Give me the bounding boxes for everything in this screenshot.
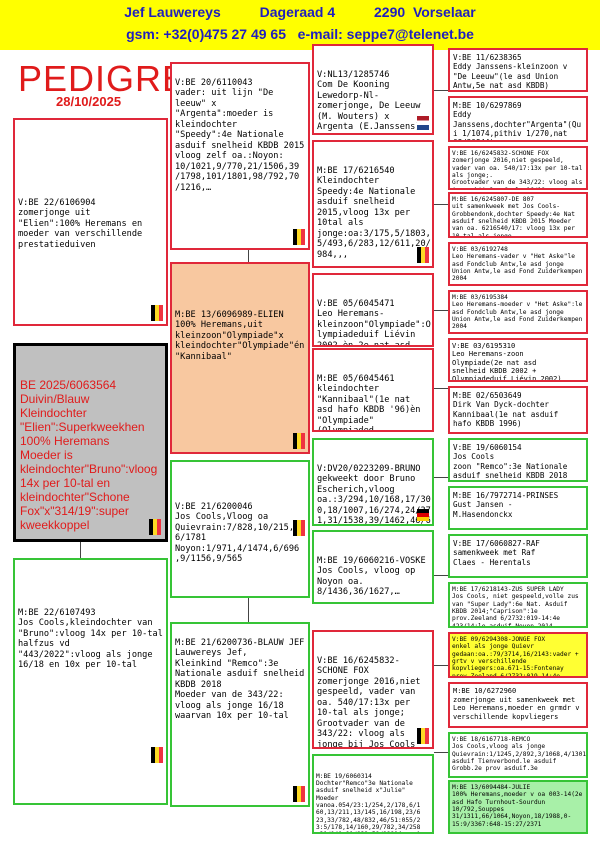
gen4-card-12: M:BE 17/6218143-ZUS SUPER LADY Jos Cools… <box>448 582 588 628</box>
belgium-flag-icon <box>293 786 305 802</box>
breeder-contact: gsm: +32(0)475 27 49 65 e-mail: seppe7@t… <box>126 26 474 42</box>
connector-line <box>248 598 249 622</box>
gen3-card-3: V:BE 05/6045471 Leo Heremans- kleinzoon"… <box>312 273 434 347</box>
gen3-card-4: M:BE 05/6045461 kleindochter "Kannibaal"… <box>312 348 434 432</box>
gen4-text-9: V:BE 19/6060154 Jos Cools zoon "Remco":3… <box>453 443 568 480</box>
sire-sire-card: V:BE 20/6110043 vader: uit lijn "De leeu… <box>170 62 310 250</box>
gen4-card-9: V:BE 19/6060154 Jos Cools zoon "Remco":3… <box>448 438 588 482</box>
gen3-card-2: M:BE 17/6216540 Kleindochter Speedy:4e N… <box>312 140 434 268</box>
dam-sire-text: V:BE 21/6200046 Jos Cools,Vloog oa Quiev… <box>175 502 300 565</box>
gen4-text-10: M:BE 16/7972714-PRINSES Gust Jansen - M.… <box>453 491 559 519</box>
gen3-text-3: V:BE 05/6045471 Leo Heremans- kleinzoon"… <box>317 298 431 347</box>
germany-flag-icon <box>417 509 429 521</box>
gen4-text-6: M:BE 03/6195384 Leo Heremans-moeder v "H… <box>452 294 583 331</box>
connector-line <box>434 752 448 753</box>
dam-text: M:BE 22/6107493 Jos Cools,kleindochter v… <box>18 608 163 671</box>
gen4-card-4: M:BE 16/6245807-DE 807 uit samenkweek me… <box>448 192 588 238</box>
pedigree-date: 28/10/2025 <box>56 94 122 109</box>
gen4-card-2: M:BE 10/6297869 Eddy Janssens,dochter"Ar… <box>448 96 588 142</box>
gen4-card-8: M:BE 02/6503649 Dirk Van Dyck-dochter Ka… <box>448 386 588 434</box>
connector-line <box>434 90 448 91</box>
breeder-address: Jef Lauwereys Dageraad 4 2290 Vorselaar <box>124 4 476 20</box>
sire-sire-text: V:BE 20/6110043 vader: uit lijn "De leeu… <box>175 78 305 193</box>
gen4-card-15: V:BE 18/6167718-REMCO Jos Cools,vloog al… <box>448 732 588 778</box>
connector-line <box>434 310 448 311</box>
gen4-card-16: M:BE 13/6094484-JULIE 100% Heremans,moed… <box>448 780 588 834</box>
dam-sire-card: V:BE 21/6200046 Jos Cools,Vloog oa Quiev… <box>170 460 310 598</box>
gen4-card-3: V:BE 16/6245832-SCHONE FOX zomerjonge 20… <box>448 146 588 190</box>
gen3-text-7: V:BE 16/6245832-SCHONE FOX zomerjonge 20… <box>317 655 421 749</box>
belgium-flag-icon <box>417 728 429 744</box>
connector-line <box>434 204 448 205</box>
gen3-text-5: V:DV20/0223209-BRUNO gekweekt door Bruno… <box>317 463 431 526</box>
gen3-text-1: V:NL13/1285746 Com De Kooning Lewedorp-N… <box>317 69 421 133</box>
connector-line <box>434 388 448 389</box>
gen4-card-5: V:BE 03/6192748 Leo Heremans-vader v "He… <box>448 242 588 286</box>
gen4-card-6: M:BE 03/6195384 Leo Heremans-moeder v "H… <box>448 290 588 334</box>
gen4-card-7: V:BE 03/6195310 Leo Heremans-zoon Olympi… <box>448 338 588 382</box>
gen4-card-10: M:BE 16/7972714-PRINSES Gust Jansen - M.… <box>448 486 588 530</box>
gen3-text-8: M:BE 19/6060314 Dochter"Remco"3e Nationa… <box>316 772 421 832</box>
connector-line <box>434 575 448 576</box>
gen4-text-4: M:BE 16/6245807-DE 807 uit samenkweek me… <box>452 196 575 238</box>
belgium-flag-icon <box>149 519 161 535</box>
connector-line <box>80 540 81 558</box>
gen4-text-16: M:BE 13/6094484-JULIE 100% Heremans,moed… <box>452 784 583 828</box>
gen4-text-8: M:BE 02/6503649 Dirk Van Dyck-dochter Ka… <box>453 391 559 428</box>
belgium-flag-icon <box>151 305 163 321</box>
subject-pigeon-card: BE 2025/6063564 Duivin/Blauw Kleindochte… <box>13 343 168 542</box>
belgium-flag-icon <box>293 433 305 449</box>
gen3-text-2: M:BE 17/6216540 Kleindochter Speedy:4e N… <box>317 165 431 260</box>
gen3-card-1: V:NL13/1285746 Com De Kooning Lewedorp-N… <box>312 44 434 135</box>
belgium-flag-icon <box>417 247 429 263</box>
sire-card: V:BE 22/6106904 zomerjonge uit "Elien":1… <box>13 118 168 326</box>
gen4-text-13: V:BE 09/6294308-JONGE FOX enkel als jong… <box>452 636 579 678</box>
connector-line <box>434 477 448 478</box>
gen4-text-14: M:BE 10/6272960 zomerjonge uit samenkwee… <box>453 687 580 721</box>
belgium-flag-icon <box>151 747 163 763</box>
dam-card: M:BE 22/6107493 Jos Cools,kleindochter v… <box>13 558 168 805</box>
gen3-card-6: M:BE 19/6060216-VOSKE Jos Cools, vloog o… <box>312 530 434 604</box>
belgium-flag-icon <box>293 229 305 245</box>
gen4-text-2: M:BE 10/6297869 Eddy Janssens,dochter"Ar… <box>453 101 582 140</box>
gen4-text-15: V:BE 18/6167718-REMCO Jos Cools,vloog al… <box>452 736 587 773</box>
sire-text: V:BE 22/6106904 zomerjonge uit "Elien":1… <box>18 198 143 250</box>
gen3-card-5: V:DV20/0223209-BRUNO gekweekt door Bruno… <box>312 438 434 526</box>
gen4-text-3: V:BE 16/6245832-SCHONE FOX zomerjonge 20… <box>452 150 583 188</box>
gen3-card-7: V:BE 16/6245832-SCHONE FOX zomerjonge 20… <box>312 630 434 749</box>
subject-text: BE 2025/6063564 Duivin/Blauw Kleindochte… <box>20 378 158 533</box>
gen4-text-1: V:BE 11/6238365 Eddy Janssens-kleinzoon … <box>453 53 568 90</box>
dam-dam-card: M:BE 21/6200736-BLAUW JEF Lauwereys Jef,… <box>170 622 310 807</box>
gen4-text-12: M:BE 17/6218143-ZUS SUPER LADY Jos Cools… <box>452 586 579 628</box>
gen4-card-14: M:BE 10/6272960 zomerjonge uit samenkwee… <box>448 682 588 728</box>
gen4-text-7: V:BE 03/6195310 Leo Heremans-zoon Olympi… <box>452 342 562 382</box>
sire-dam-text: M:BE 13/6096989-ELIEN 100% Heremans,uit … <box>175 310 305 362</box>
connector-line <box>248 250 249 262</box>
connector-line <box>434 665 448 666</box>
sire-dam-card: M:BE 13/6096989-ELIEN 100% Heremans,uit … <box>170 262 310 454</box>
belgium-flag-icon <box>293 520 305 536</box>
dam-dam-text: M:BE 21/6200736-BLAUW JEF Lauwereys Jef,… <box>175 638 305 722</box>
gen4-text-11: V:BE 17/6060827-RAF samenkweek met Raf C… <box>453 539 540 567</box>
gen3-text-4: M:BE 05/6045461 kleindochter "Kannibaal"… <box>317 373 421 432</box>
gen4-card-1: V:BE 11/6238365 Eddy Janssens-kleinzoon … <box>448 48 588 92</box>
gen3-card-8: M:BE 19/6060314 Dochter"Remco"3e Nationa… <box>312 754 434 834</box>
netherlands-flag-icon <box>417 116 429 130</box>
gen4-text-5: V:BE 03/6192748 Leo Heremans-vader v "He… <box>452 246 583 283</box>
gen3-text-6: M:BE 19/6060216-VOSKE Jos Cools, vloog o… <box>317 555 426 598</box>
gen4-card-13: V:BE 09/6294308-JONGE FOX enkel als jong… <box>448 632 588 678</box>
gen4-card-11: V:BE 17/6060827-RAF samenkweek met Raf C… <box>448 534 588 578</box>
header-banner: Jef Lauwereys Dageraad 4 2290 Vorselaar … <box>0 0 600 50</box>
